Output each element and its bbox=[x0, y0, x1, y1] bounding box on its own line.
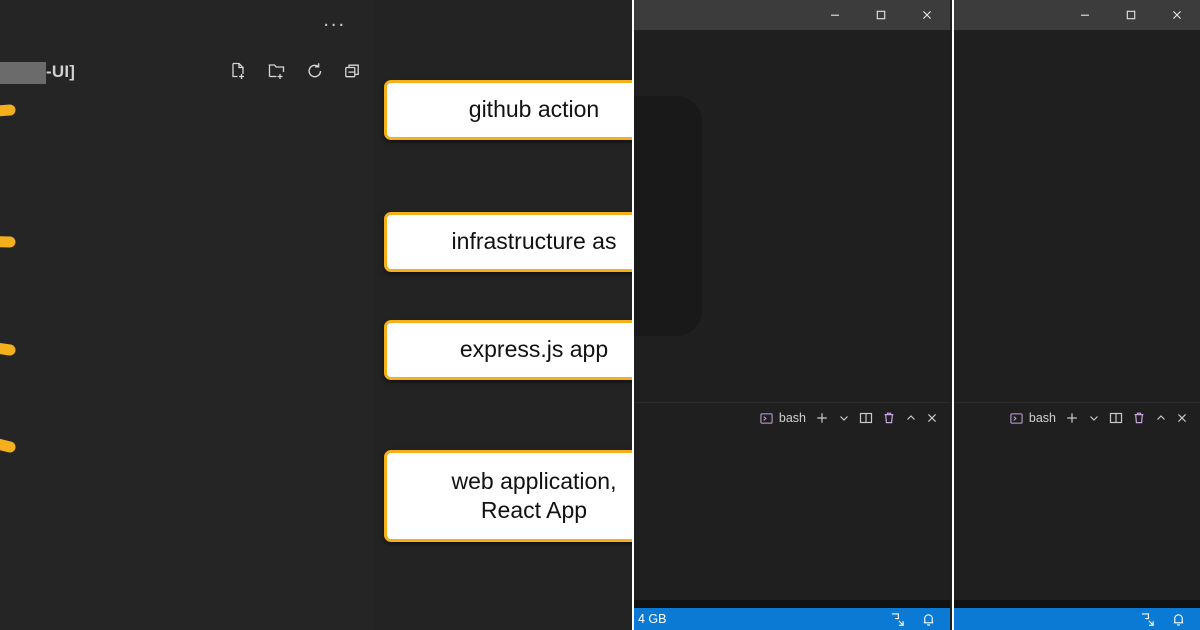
collapse-all-icon[interactable] bbox=[340, 58, 366, 84]
terminal-toolbar: bash bbox=[634, 403, 950, 433]
chevron-up-icon[interactable] bbox=[905, 412, 917, 424]
notifications-bell-icon[interactable] bbox=[1171, 612, 1186, 627]
new-folder-icon[interactable] bbox=[264, 58, 290, 84]
maximize-button[interactable] bbox=[1108, 0, 1154, 30]
graph-node[interactable]: express.js app bbox=[384, 320, 632, 380]
new-terminal-icon[interactable] bbox=[815, 411, 829, 425]
terminal-tab-bash[interactable]: bash bbox=[760, 411, 806, 425]
remote-host-icon[interactable] bbox=[1140, 612, 1155, 627]
vscode-window-left: ... -UI] bbox=[0, 0, 632, 630]
panel-divider[interactable] bbox=[954, 402, 1200, 403]
explorer-actions bbox=[226, 58, 366, 84]
explorer-section-header: -UI] bbox=[0, 60, 374, 90]
terminal-output[interactable] bbox=[954, 433, 1200, 619]
graph-connectors bbox=[0, 104, 16, 453]
redacted-block bbox=[0, 62, 46, 84]
editor-area[interactable] bbox=[634, 30, 950, 402]
terminal-tab-label: bash bbox=[778, 411, 806, 425]
minimize-button[interactable] bbox=[1062, 0, 1108, 30]
title-bar bbox=[954, 0, 1200, 30]
background-shape bbox=[634, 96, 702, 336]
terminal-tab-bash[interactable]: bash bbox=[1010, 411, 1056, 425]
terminal-toolbar: bash bbox=[954, 403, 1200, 433]
vscode-window-right: bash bbox=[952, 0, 1200, 630]
chevron-down-icon[interactable] bbox=[838, 412, 850, 424]
close-panel-icon[interactable] bbox=[926, 412, 938, 424]
panel-divider[interactable] bbox=[634, 402, 950, 403]
minimize-button[interactable] bbox=[812, 0, 858, 30]
statusbar-gap bbox=[634, 600, 950, 608]
terminal-tab-label: bash bbox=[1028, 411, 1056, 425]
close-panel-icon[interactable] bbox=[1176, 412, 1188, 424]
refresh-icon[interactable] bbox=[302, 58, 328, 84]
graph-node[interactable]: infrastructure as bbox=[384, 212, 632, 272]
close-button[interactable] bbox=[904, 0, 950, 30]
graph-node[interactable]: github action bbox=[384, 80, 632, 140]
status-memory-label[interactable]: 4 GB bbox=[638, 612, 667, 626]
explorer-pane: ... -UI] bbox=[0, 0, 374, 630]
split-terminal-icon[interactable] bbox=[1109, 411, 1123, 425]
chevron-up-icon[interactable] bbox=[1155, 412, 1167, 424]
notifications-bell-icon[interactable] bbox=[921, 612, 936, 627]
explorer-folder-title: -UI] bbox=[46, 62, 76, 81]
editor-area[interactable] bbox=[954, 30, 1200, 402]
new-terminal-icon[interactable] bbox=[1065, 411, 1079, 425]
status-bar bbox=[954, 608, 1200, 630]
split-terminal-icon[interactable] bbox=[859, 411, 873, 425]
explorer-overflow-icon[interactable]: ... bbox=[323, 9, 346, 31]
remote-host-icon[interactable] bbox=[890, 612, 905, 627]
close-button[interactable] bbox=[1154, 0, 1200, 30]
vscode-window-middle: bash 4 GB bbox=[632, 0, 950, 630]
kill-terminal-icon[interactable] bbox=[882, 411, 896, 425]
chevron-down-icon[interactable] bbox=[1088, 412, 1100, 424]
title-bar bbox=[634, 0, 950, 30]
kill-terminal-icon[interactable] bbox=[1132, 411, 1146, 425]
maximize-button[interactable] bbox=[858, 0, 904, 30]
graph-node[interactable]: web application, React App bbox=[384, 450, 632, 542]
status-bar: 4 GB bbox=[634, 608, 950, 630]
terminal-output[interactable] bbox=[634, 433, 950, 619]
statusbar-gap bbox=[954, 600, 1200, 608]
new-file-icon[interactable] bbox=[226, 58, 252, 84]
